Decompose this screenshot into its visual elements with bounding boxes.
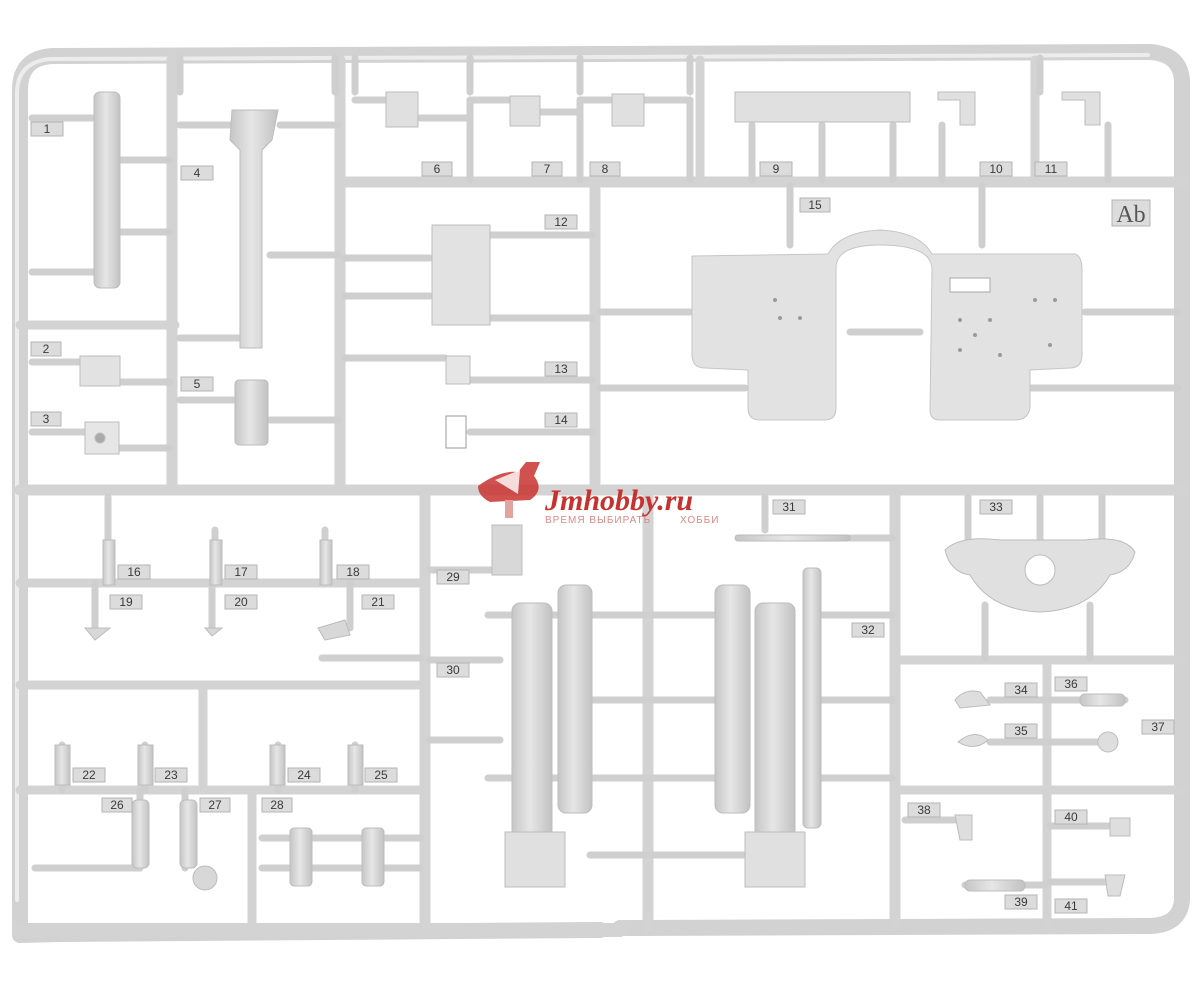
- label-12: 12: [554, 215, 568, 229]
- label-41: 41: [1064, 899, 1078, 913]
- part-13: [445, 355, 471, 385]
- part-36: [1079, 693, 1126, 707]
- sprue-frame-highlight: [15, 53, 1150, 902]
- label-11: 11: [1045, 162, 1058, 176]
- part-37: [1097, 731, 1119, 753]
- label-13: 13: [554, 362, 568, 376]
- sprue-code: Ab: [1116, 202, 1145, 228]
- label-25: 25: [374, 768, 388, 782]
- label-3: 3: [43, 412, 50, 426]
- label-15: 15: [808, 198, 822, 212]
- label-40: 40: [1064, 810, 1078, 824]
- label-5: 5: [194, 377, 201, 391]
- plate-rivets: [773, 277, 1057, 357]
- label-8: 8: [602, 162, 609, 176]
- label-28: 28: [270, 798, 284, 812]
- part-number-tags: [30, 121, 1175, 914]
- part-cylinder-c: [714, 584, 751, 814]
- part-cylinder-b: [557, 584, 593, 814]
- label-21: 21: [371, 595, 385, 609]
- label-19: 19: [119, 595, 133, 609]
- label-1: 1: [44, 122, 51, 136]
- part-number-labels: 1 2 3 4 5 6 7 8 9 10 11 12 13 14 15 16 1…: [43, 122, 1165, 913]
- label-16: 16: [127, 565, 141, 579]
- part-cylinder-a: [511, 602, 553, 844]
- part-cylinder-d: [754, 602, 796, 844]
- part-34: [954, 690, 991, 709]
- label-38: 38: [917, 803, 931, 817]
- part-38: [954, 814, 973, 841]
- part-28b: [361, 827, 385, 887]
- part-9: [734, 91, 911, 123]
- label-26: 26: [110, 798, 124, 812]
- part-25: [347, 744, 364, 786]
- part-22: [54, 744, 71, 786]
- part-21: [317, 619, 351, 641]
- label-6: 6: [434, 162, 441, 176]
- ship-logo-icon: [478, 462, 540, 518]
- label-30: 30: [446, 663, 460, 677]
- label-36: 36: [1064, 677, 1078, 691]
- part-12: [431, 224, 491, 326]
- part-28a: [289, 827, 313, 887]
- part-27-ring: [192, 865, 218, 891]
- part-26: [131, 799, 150, 869]
- label-17: 17: [234, 565, 248, 579]
- part-block-left: [504, 831, 566, 888]
- label-33: 33: [989, 500, 1003, 514]
- part-10: [937, 91, 976, 126]
- part-23: [137, 744, 154, 786]
- part-19: [83, 627, 112, 641]
- part-1: [93, 91, 121, 289]
- label-7: 7: [544, 162, 551, 176]
- watermark-brand: Jmhobby.ru: [544, 484, 693, 517]
- label-22: 22: [82, 768, 96, 782]
- part-16: [102, 539, 116, 586]
- part-5: [234, 379, 269, 446]
- part-29: [491, 524, 523, 576]
- part-2: [79, 355, 121, 387]
- label-37: 37: [1151, 720, 1165, 734]
- label-23: 23: [164, 768, 178, 782]
- label-31: 31: [782, 500, 796, 514]
- label-35: 35: [1014, 724, 1028, 738]
- watermark-tagline-left: ВРЕМЯ ВЫБИРАТЬ: [545, 515, 651, 526]
- part-27: [179, 799, 198, 869]
- label-14: 14: [554, 413, 568, 427]
- part-35: [957, 734, 989, 747]
- part-6: [385, 91, 419, 128]
- label-9: 9: [773, 162, 780, 176]
- label-18: 18: [346, 565, 360, 579]
- label-32: 32: [861, 623, 875, 637]
- part-4: [229, 109, 279, 349]
- part-31: [734, 534, 851, 542]
- label-39: 39: [1014, 895, 1028, 909]
- label-34: 34: [1014, 683, 1028, 697]
- label-29: 29: [446, 570, 460, 584]
- part-24: [269, 744, 286, 786]
- part-11: [1061, 91, 1101, 126]
- label-24: 24: [297, 768, 311, 782]
- part-18: [319, 539, 333, 586]
- part-39: [964, 879, 1026, 892]
- part-17: [209, 539, 223, 586]
- label-10: 10: [989, 162, 1003, 176]
- part-20: [203, 627, 224, 637]
- part-7: [509, 95, 541, 127]
- label-2: 2: [43, 342, 50, 356]
- watermark-tagline-right: ХОББИ: [680, 515, 719, 526]
- part-8: [611, 93, 645, 127]
- part-40: [1109, 817, 1131, 837]
- part-base-plate: [691, 229, 1083, 421]
- watermark: Jmhobby.ru ВРЕМЯ ВЫБИРАТЬ ХОББИ: [478, 462, 719, 526]
- label-4: 4: [194, 166, 201, 180]
- label-27: 27: [208, 798, 222, 812]
- part-block-right: [744, 831, 806, 888]
- part-41: [1104, 874, 1126, 897]
- label-20: 20: [234, 595, 248, 609]
- part-rod-32: [802, 567, 822, 829]
- part-14: [445, 415, 467, 449]
